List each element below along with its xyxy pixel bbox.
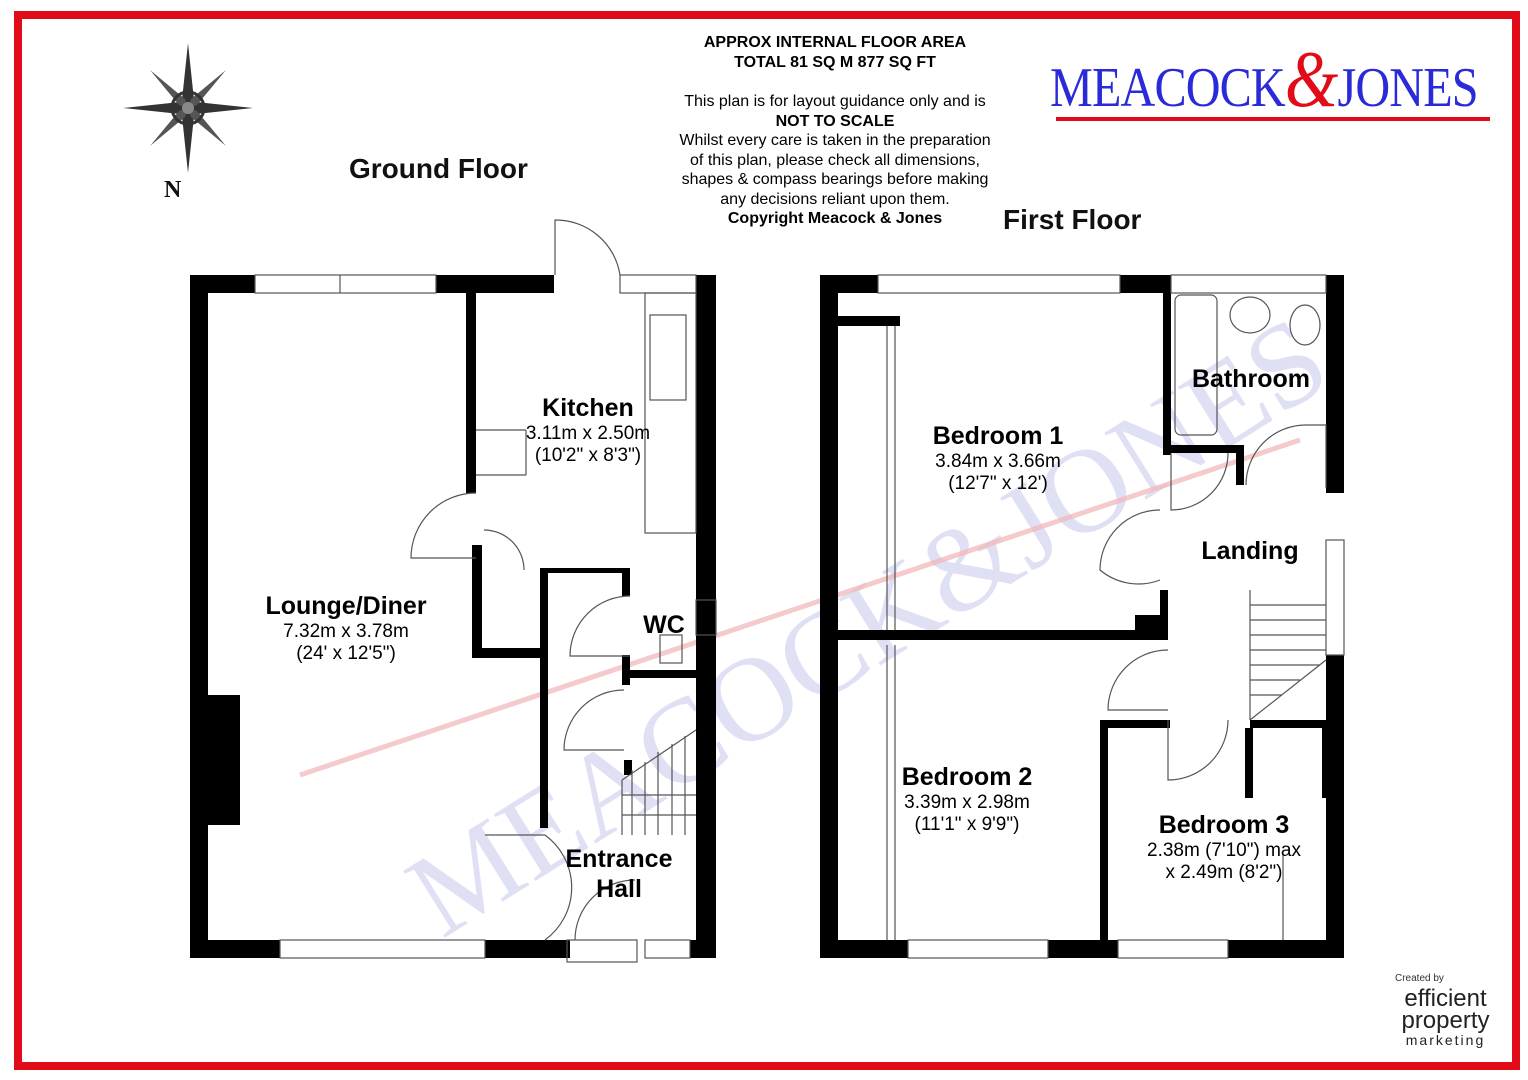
room-dim-ft: (11'1" x 9'9") [914,814,1020,835]
room-dim-m: 7.32m x 3.78m [283,621,409,642]
room-landing: Landing [1180,536,1320,566]
copyright: Copyright Meacock & Jones [727,210,943,227]
ground-floor-walls [190,275,716,958]
room-name: Lounge/Diner [265,592,427,620]
north-label: N [164,177,182,203]
room-name: WC [643,611,685,639]
credit-line: efficient [1404,985,1487,1012]
room-dim-ft: (12'7" x 12') [948,473,1048,494]
room-name: Bathroom [1191,365,1311,393]
room-name: Hall [596,875,642,903]
room-name: Landing [1201,537,1299,565]
disclaimer-line: Whilst every care is taken in the prepar… [679,132,991,149]
logo-left: MEACOCK [1050,57,1286,119]
room-kitchen: Kitchen 3.11m x 2.50m (10'2" x 8'3") [478,393,698,467]
border-frame [14,11,1520,1070]
room-bedroom-1: Bedroom 1 3.84m x 3.66m (12'7" x 12') [878,421,1118,495]
disclaimer-line: This plan is for layout guidance only an… [684,93,986,110]
ground-floor-title: Ground Floor [349,153,528,184]
room-name: Kitchen [542,394,634,422]
disclaimer-line: any decisions reliant upon them. [720,190,950,208]
created-by-label: Created by [1395,973,1444,984]
meacock-jones-logo: MEACOCK&JONES [1050,40,1479,120]
logo-right: JONES [1337,57,1478,119]
room-entrance-hall: Entrance Hall [549,844,689,904]
room-wc: WC [634,610,694,640]
room-lounge-diner: Lounge/Diner 7.32m x 3.78m (24' x 12'5") [236,591,456,665]
first-floor-title: First Floor [1003,204,1142,235]
room-bathroom: Bathroom [1176,364,1326,394]
room-dim-ft: (24' x 12'5") [296,643,396,664]
room-dim-m: 3.11m x 2.50m [525,423,651,444]
disclaimer-line: of this plan, please check all dimension… [690,151,980,169]
room-dim-ft: x 2.49m (8'2") [1165,862,1283,883]
not-to-scale: NOT TO SCALE [775,112,895,130]
credit-line: marketing [1405,1032,1486,1048]
room-bedroom-3: Bedroom 3 2.38m (7'10") max x 2.49m (8'2… [1114,810,1334,884]
first-floor-walls [820,275,1344,958]
room-dim-ft: (10'2" x 8'3") [534,445,642,466]
room-dim-m: 3.39m x 2.98m [904,792,1030,813]
area-total: TOTAL 81 SQ M 877 SQ FT [734,53,936,71]
credit-line: property [1401,1007,1490,1034]
room-name: Bedroom 1 [932,422,1064,450]
logo-amp: & [1284,36,1339,124]
room-name: Bedroom 3 [1158,811,1290,839]
room-bedroom-2: Bedroom 2 3.39m x 2.98m (11'1" x 9'9") [852,762,1082,836]
first-floor-details [877,274,1345,959]
area-title: APPROX INTERNAL FLOOR AREA [703,34,967,51]
room-dim-m: 3.84m x 3.66m [935,451,1061,472]
watermark-underline [299,437,1301,778]
room-name: Entrance [565,845,673,873]
room-dim-m: 2.38m (7'10") max [1147,840,1301,861]
logo-underline [1056,117,1490,121]
disclaimer-line: shapes & compass bearings before making [681,171,989,188]
ground-floor-details [254,219,717,963]
efficient-property-marketing-logo: efficient property marketing [1388,985,1503,1049]
room-name: Bedroom 2 [901,763,1033,791]
header-block: APPROX INTERNAL FLOOR AREA TOTAL 81 SQ M… [600,33,1070,229]
